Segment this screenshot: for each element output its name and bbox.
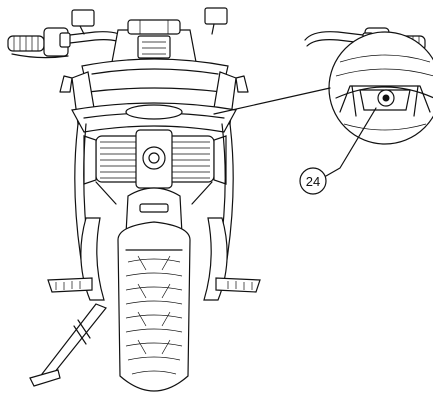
callout-leader-line	[325, 107, 377, 177]
top-clamp	[111, 19, 197, 63]
callout-label: 24	[306, 174, 320, 189]
kickstand	[29, 303, 107, 387]
callout-24: 24	[299, 107, 377, 195]
footpegs	[47, 277, 261, 293]
detail-zoom-circle	[328, 31, 433, 145]
zoom-leader-line	[213, 87, 331, 115]
fuel-tank	[59, 58, 249, 125]
seat	[71, 102, 237, 133]
callout-circle	[299, 167, 327, 195]
rear-tyre	[117, 221, 191, 392]
engine	[83, 129, 227, 189]
